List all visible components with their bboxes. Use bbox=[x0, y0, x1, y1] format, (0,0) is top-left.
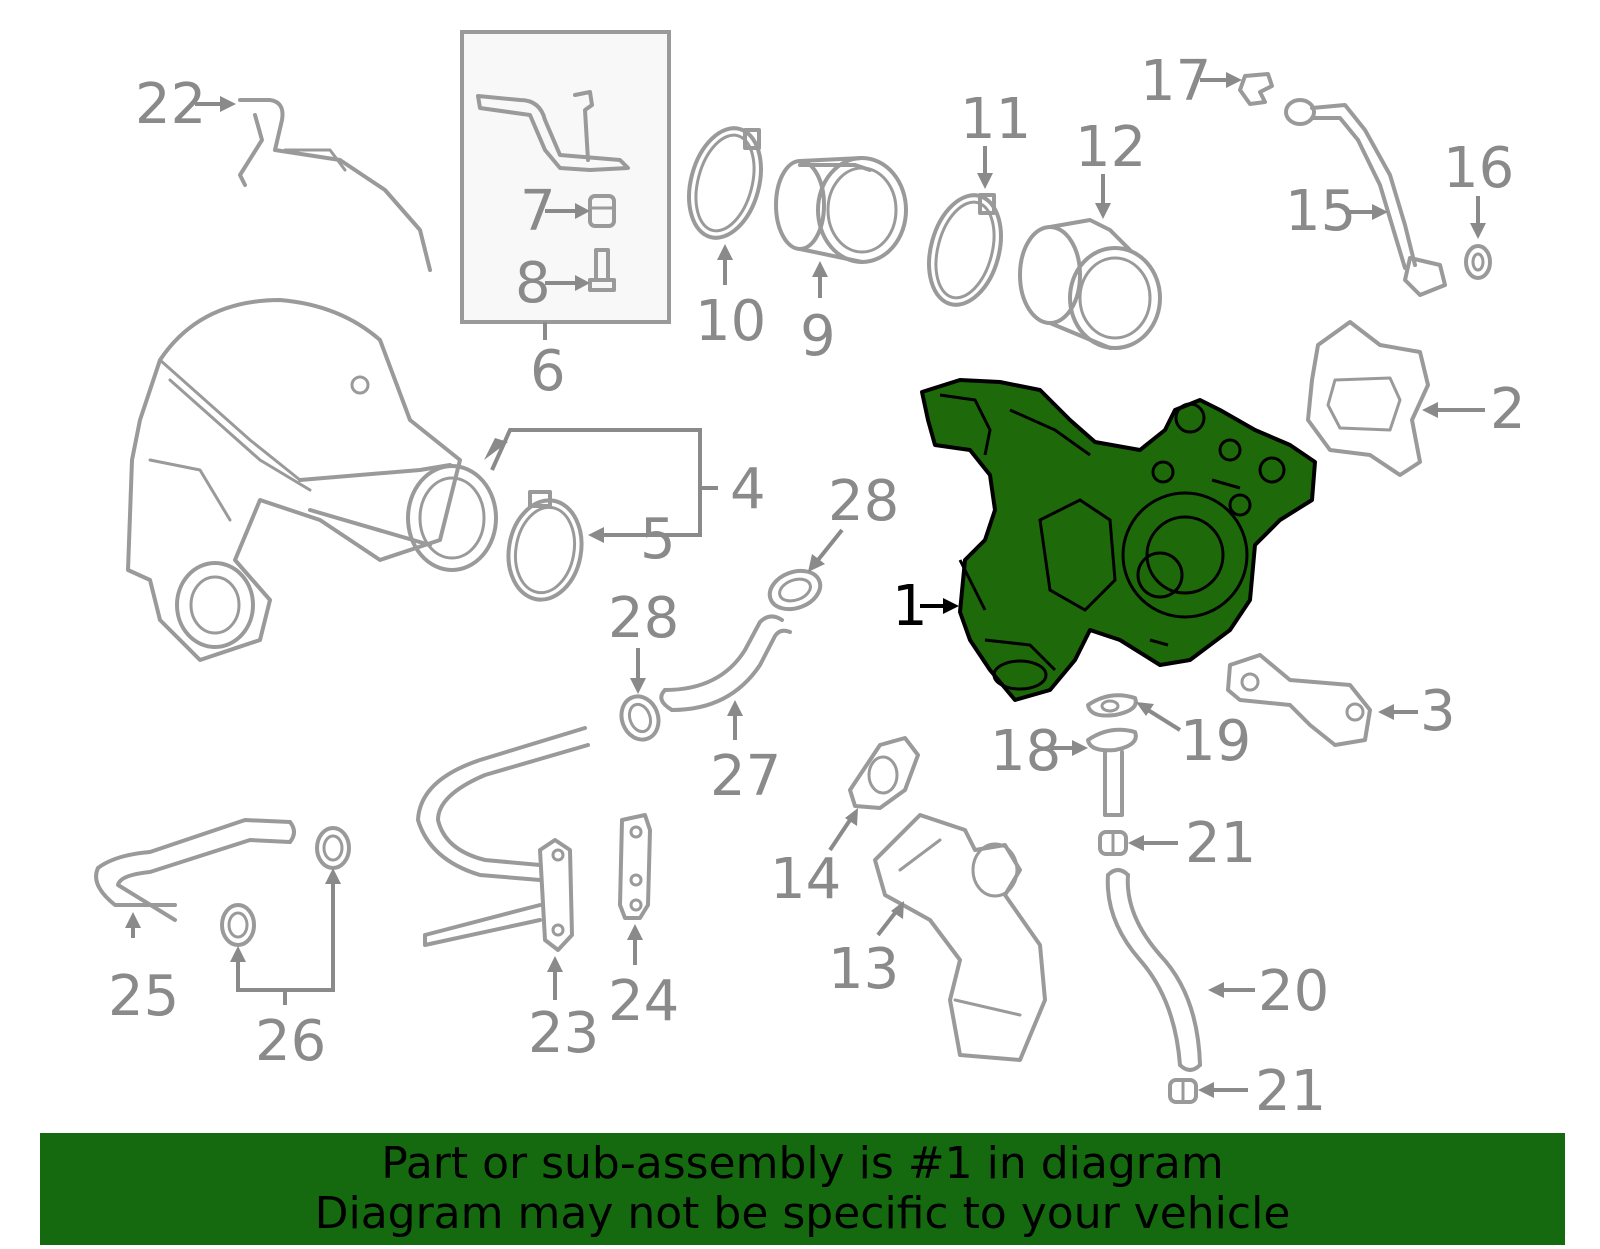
callout-13: 13 bbox=[828, 937, 899, 1002]
arrow-2 bbox=[1422, 402, 1438, 418]
part-6-bracket[interactable] bbox=[476, 90, 630, 172]
part-28-clamp-lower[interactable] bbox=[616, 691, 665, 745]
callout-8: 8 bbox=[515, 251, 551, 316]
callout-27: 27 bbox=[710, 744, 781, 809]
arrow-13 bbox=[891, 901, 904, 919]
arrow-18 bbox=[1072, 740, 1088, 756]
leader-13 bbox=[876, 911, 897, 937]
part-22-pipe[interactable] bbox=[238, 98, 432, 272]
part-16-washer[interactable] bbox=[1464, 244, 1492, 280]
arrow-12 bbox=[1095, 203, 1111, 219]
part-4-outlet[interactable] bbox=[298, 463, 498, 572]
part-3-bracket[interactable] bbox=[1226, 653, 1372, 747]
arrow-28-upper bbox=[808, 554, 825, 572]
arrow-17 bbox=[1226, 72, 1242, 88]
arrow-8 bbox=[575, 275, 590, 291]
part-1-turbocharger[interactable] bbox=[920, 378, 1317, 702]
part-21-clamp-lower[interactable] bbox=[1168, 1078, 1198, 1104]
part-26-clamp-left[interactable] bbox=[220, 903, 256, 947]
part-14-gasket[interactable] bbox=[848, 736, 920, 810]
callout-9: 9 bbox=[800, 304, 836, 369]
part-5-clamp[interactable] bbox=[501, 490, 589, 605]
callout-26: 26 bbox=[255, 1009, 326, 1074]
callout-2: 2 bbox=[1490, 377, 1526, 442]
arrow-23 bbox=[547, 956, 563, 972]
arrow-10 bbox=[717, 244, 733, 260]
arrow-27 bbox=[727, 700, 743, 716]
part-17-fitting[interactable] bbox=[1238, 72, 1274, 106]
arrow-28-lower bbox=[630, 678, 646, 694]
arrow-26-right bbox=[325, 868, 341, 884]
callout-24: 24 bbox=[608, 969, 679, 1034]
callout-16: 16 bbox=[1443, 136, 1514, 201]
callout-11: 11 bbox=[960, 87, 1031, 152]
part-25-hose[interactable] bbox=[94, 818, 296, 922]
leader-28-upper bbox=[816, 528, 844, 562]
callout-25: 25 bbox=[108, 964, 179, 1029]
callout-15: 15 bbox=[1285, 179, 1356, 244]
part-10-clamp[interactable] bbox=[678, 120, 773, 246]
part-12-air-tube[interactable] bbox=[1018, 218, 1162, 350]
callout-19: 19 bbox=[1180, 709, 1251, 774]
part-27-hose[interactable] bbox=[659, 614, 792, 712]
callout-17: 17 bbox=[1140, 49, 1211, 114]
arrow-11 bbox=[977, 173, 993, 189]
arrow-15 bbox=[1372, 204, 1388, 220]
arrow-5 bbox=[588, 527, 604, 543]
arrow-14 bbox=[845, 808, 858, 826]
callout-21-upper: 21 bbox=[1185, 811, 1256, 876]
kit-box-6 bbox=[460, 30, 671, 324]
leader-14 bbox=[828, 818, 852, 852]
arrow-21-lower bbox=[1198, 1082, 1214, 1098]
arrow-22 bbox=[220, 96, 236, 112]
arrow-21-upper bbox=[1128, 835, 1144, 851]
part-18-pipe[interactable] bbox=[1086, 727, 1138, 817]
arrow-7 bbox=[575, 203, 590, 219]
callout-3: 3 bbox=[1420, 679, 1456, 744]
part-15-oil-line[interactable] bbox=[1284, 98, 1447, 297]
callout-20: 20 bbox=[1258, 959, 1329, 1024]
arrow-16 bbox=[1470, 223, 1486, 239]
part-19-gasket[interactable] bbox=[1086, 693, 1138, 718]
part-28-clamp-upper[interactable] bbox=[764, 564, 825, 616]
callout-5: 5 bbox=[640, 507, 676, 572]
callout-4: 4 bbox=[730, 457, 766, 522]
callout-22: 22 bbox=[135, 72, 206, 137]
part-13-elbow[interactable] bbox=[873, 813, 1047, 1062]
arrow-26-left bbox=[230, 946, 246, 962]
part-20-hose[interactable] bbox=[1105, 868, 1202, 1072]
callout-18: 18 bbox=[990, 719, 1061, 784]
arrow-1 bbox=[943, 598, 959, 614]
part-11-clamp[interactable] bbox=[918, 187, 1013, 313]
part-21-clamp-upper[interactable] bbox=[1098, 830, 1128, 856]
arrow-24 bbox=[627, 924, 643, 940]
info-banner: Part or sub-assembly is #1 in diagram Di… bbox=[40, 1133, 1565, 1245]
arrow-9 bbox=[812, 261, 828, 277]
part-2-gasket[interactable] bbox=[1306, 320, 1430, 477]
part-23-pipe[interactable] bbox=[416, 726, 590, 952]
leader-19 bbox=[1146, 708, 1182, 732]
part-9-duct[interactable] bbox=[774, 156, 908, 264]
callout-14: 14 bbox=[770, 847, 841, 912]
callout-12: 12 bbox=[1075, 115, 1146, 180]
part-8-bolt[interactable] bbox=[588, 248, 616, 292]
arrow-4 bbox=[484, 438, 508, 460]
arrow-25 bbox=[125, 912, 141, 928]
air-cleaner-housing[interactable] bbox=[126, 298, 462, 662]
banner-line-1: Part or sub-assembly is #1 in diagram bbox=[381, 1138, 1224, 1189]
callout-21-lower: 21 bbox=[1255, 1059, 1326, 1124]
banner-line-2: Diagram may not be specific to your vehi… bbox=[314, 1188, 1291, 1239]
arrow-20 bbox=[1208, 982, 1224, 998]
arrow-19 bbox=[1136, 702, 1154, 716]
callout-10: 10 bbox=[695, 289, 766, 354]
part-24-gasket[interactable] bbox=[618, 813, 652, 920]
callout-23: 23 bbox=[528, 1001, 599, 1066]
callout-6: 6 bbox=[530, 339, 566, 404]
callout-28-lower: 28 bbox=[608, 586, 679, 651]
arrow-3 bbox=[1378, 704, 1394, 720]
callout-28-upper: 28 bbox=[828, 469, 899, 534]
part-26-clamp-right[interactable] bbox=[315, 826, 351, 870]
